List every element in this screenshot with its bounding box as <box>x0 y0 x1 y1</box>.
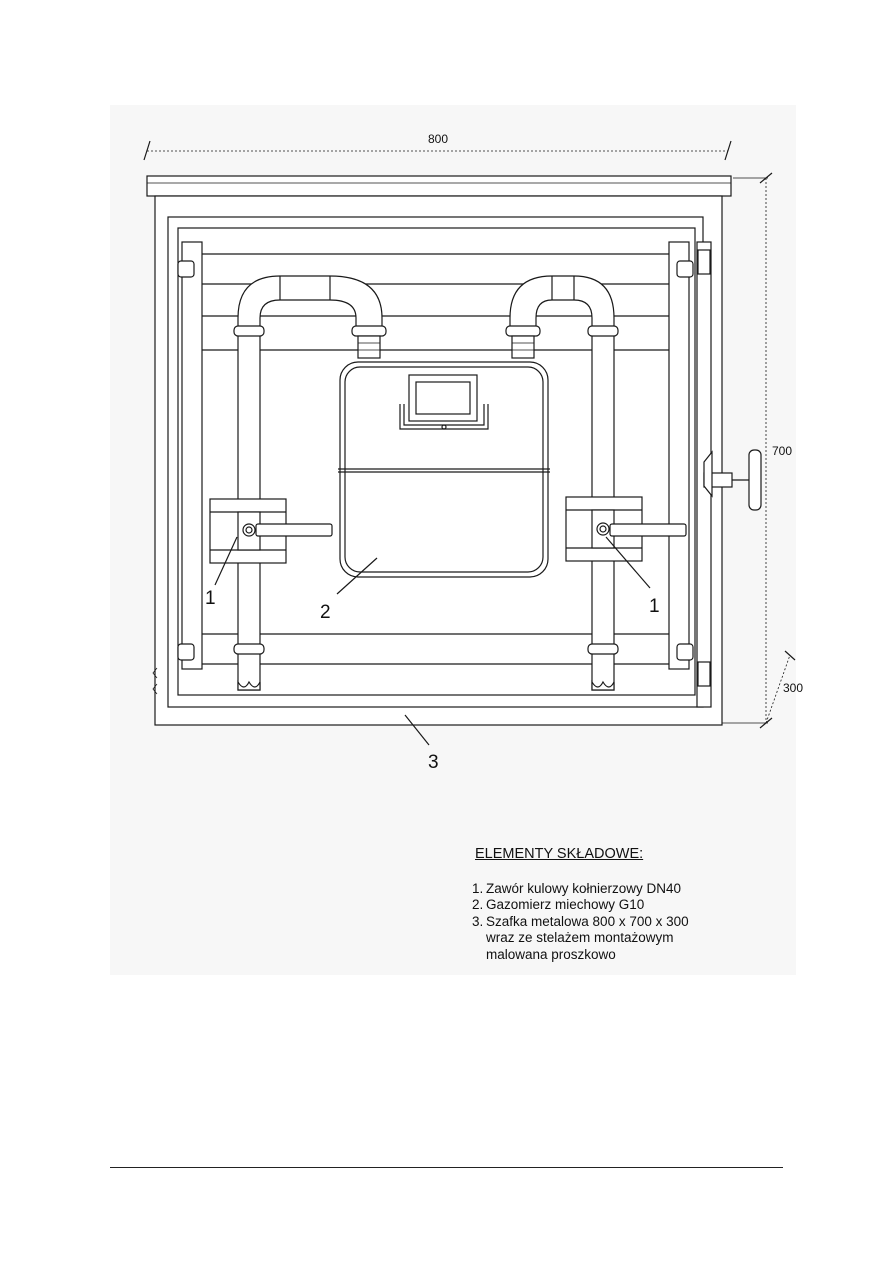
width-label: 800 <box>428 132 448 146</box>
legend-title: ELEMENTY SKŁADOWE: <box>475 846 644 862</box>
legend-item-text: Gazomierz miechowy G10 <box>486 897 645 912</box>
legend-item: 1. Zawór kulowy kołnierzowy DN40 <box>472 881 772 898</box>
legend-item: 3. Szafka metalowa 800 x 700 x 300 wraz … <box>472 914 772 964</box>
legend-item-text: Zawór kulowy kołnierzowy DN40 <box>486 880 682 896</box>
legend-item-text: Szafka metalowa 800 x 700 x 300 wraz ze … <box>486 913 689 962</box>
right-ball-valve <box>565 496 687 562</box>
callout-valve-left: 1 <box>205 588 216 609</box>
door-handle <box>703 449 762 511</box>
callout-gas-meter: 2 <box>320 602 331 623</box>
cabinet-roof <box>146 175 732 197</box>
mounting-frame <box>177 241 694 670</box>
legend-item: 2. Gazomierz miechowy G10 <box>472 897 772 914</box>
callout-cabinet: 3 <box>428 752 439 773</box>
left-ball-valve <box>209 498 333 564</box>
legend-item-number: 3. <box>472 913 484 929</box>
gas-meter <box>338 361 550 578</box>
depth-dimension: 300 <box>765 650 803 724</box>
component-legend: ELEMENTY SKŁADOWE: 1. Zawór kulowy kołni… <box>472 846 772 963</box>
legend-item-number: 1. <box>472 880 484 896</box>
callouts: 1 2 1 3 <box>205 536 660 773</box>
legend-item-number: 2. <box>472 897 484 912</box>
width-dimension: 800 <box>143 132 732 161</box>
height-label: 700 <box>772 444 792 458</box>
footer-rule <box>110 1167 783 1168</box>
height-dimension: 700 <box>722 172 792 729</box>
depth-label: 300 <box>783 681 803 695</box>
callout-valve-right: 1 <box>649 596 660 617</box>
left-pipe <box>233 275 387 691</box>
right-pipe <box>505 275 619 691</box>
